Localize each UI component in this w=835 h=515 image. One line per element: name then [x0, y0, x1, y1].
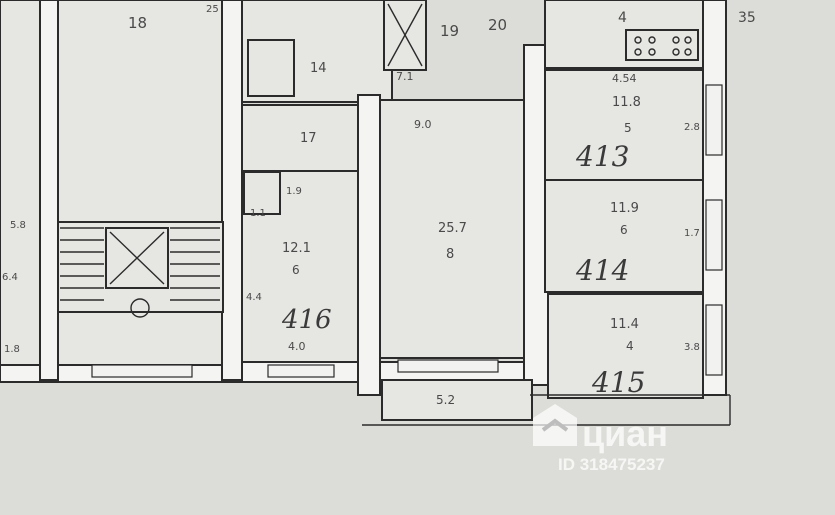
- corridor-height: 8: [446, 247, 454, 262]
- room-414-area: 11.9: [610, 201, 639, 216]
- label-17: 17: [300, 131, 317, 146]
- window-right-1: [705, 84, 723, 156]
- label-3-8: 3.8: [684, 342, 700, 353]
- label-4-4: 4.4: [246, 292, 262, 303]
- watermark-id: ID 318475237: [558, 455, 665, 474]
- label-14: 14: [310, 61, 327, 76]
- room-413-area: 11.8: [612, 95, 641, 110]
- cian-logo-icon: [533, 404, 577, 446]
- corridor-pillar: [357, 94, 381, 396]
- label-4-0: 4.0: [288, 340, 306, 353]
- room-415-area: 11.4: [610, 317, 639, 332]
- label-1-1: 1.1: [250, 208, 266, 219]
- label-top-mid-a: 19: [440, 22, 459, 40]
- room-414: [544, 179, 704, 293]
- room-413-height: 5: [624, 121, 632, 135]
- room-416-number: 416: [281, 305, 332, 335]
- room-414-height: 6: [620, 223, 628, 237]
- staircase: [57, 221, 224, 318]
- bathroom-fixtures: [247, 39, 295, 97]
- label-top-right-b: 4: [618, 10, 627, 26]
- window-right-2: [705, 199, 723, 271]
- room-413-number: 413: [575, 140, 629, 173]
- room-416-sink: [243, 171, 281, 215]
- vestibule: [381, 379, 533, 421]
- window-bottom-3: [397, 359, 499, 373]
- label-2-8: 2.8: [684, 122, 700, 133]
- mid-pillar: [221, 0, 243, 381]
- room-416-height: 6: [292, 263, 300, 277]
- label-25: 25: [206, 4, 219, 15]
- label-9-0: 9.0: [414, 118, 432, 131]
- label-top-left-area: 18: [128, 14, 147, 32]
- room-414-number: 414: [575, 254, 629, 287]
- room-416-area: 12.1: [282, 241, 311, 256]
- label-6-4: 6.4: [2, 272, 18, 283]
- label-top-mid-b: 20: [488, 16, 507, 34]
- window-bottom-1: [91, 364, 193, 378]
- label-top-454: 4.54: [612, 72, 637, 85]
- left-apartment: [0, 0, 43, 366]
- room-415: [547, 293, 704, 399]
- label-1-7: 1.7: [684, 228, 700, 239]
- label-1-8: 1.8: [4, 344, 20, 355]
- watermark-brand: циан: [582, 413, 668, 454]
- label-5-2: 5.2: [436, 393, 455, 407]
- label-7-1: 7.1: [396, 70, 414, 83]
- room-415-number: 415: [591, 366, 645, 399]
- cian-watermark: циан ID 318475237: [533, 404, 668, 474]
- corridor-area: 25.7: [438, 221, 467, 236]
- room-415-height: 4: [626, 339, 634, 353]
- label-1-9: 1.9: [286, 186, 302, 197]
- room-413: [544, 69, 704, 181]
- label-top-right-a: 35: [738, 10, 756, 26]
- label-5-8: 5.8: [10, 220, 26, 231]
- central-room: [379, 99, 529, 359]
- window-bottom-2: [267, 364, 335, 378]
- left-pillar: [39, 0, 59, 381]
- window-right-3: [705, 304, 723, 376]
